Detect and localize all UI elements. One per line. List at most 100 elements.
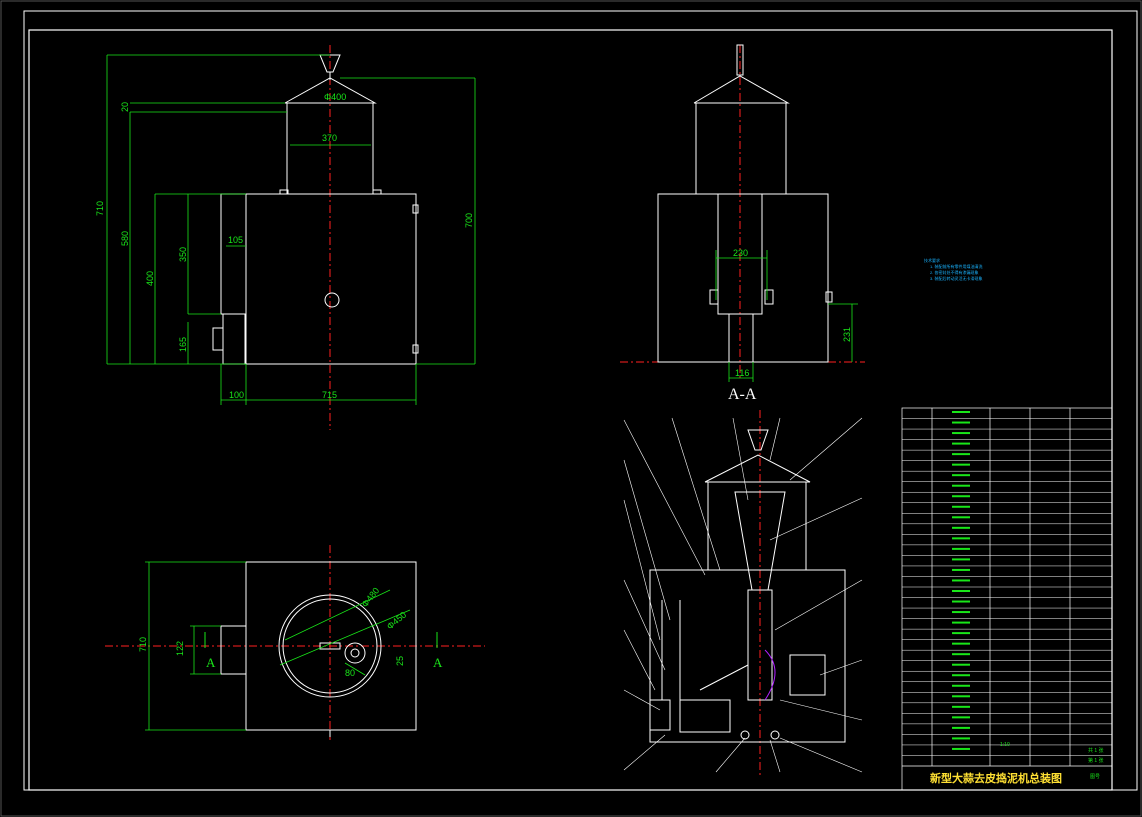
dim-400: 400	[145, 271, 155, 286]
note-3: 3. 装配后转动灵活无卡滞现象	[930, 275, 982, 281]
section-gearbox	[649, 699, 671, 731]
dimline	[284, 589, 391, 641]
dim-165: 165	[178, 337, 188, 352]
dim-100: 100	[229, 390, 244, 400]
side-outlet	[728, 313, 754, 363]
front-dim-text: Φ400 370 105 100 715 20 350 400 580 710 …	[95, 92, 474, 400]
leader	[671, 417, 721, 571]
sheet-count: 共 1 张	[1088, 747, 1104, 754]
leader	[769, 739, 781, 773]
title-block-cell-text	[952, 484, 970, 487]
title-block-cell-text	[952, 600, 970, 603]
front-main-body	[245, 193, 417, 365]
section-view	[649, 410, 846, 775]
dim-122: 122	[175, 641, 185, 656]
cut-label-left: A	[206, 655, 216, 670]
title-block-cell-text	[952, 495, 970, 498]
title-block-cell-text	[952, 642, 970, 645]
leader	[623, 734, 666, 771]
leader	[819, 659, 863, 676]
section-belt	[699, 664, 749, 691]
title-block-cell-text	[952, 547, 970, 550]
section-label: A-A	[728, 386, 757, 403]
side-bracket-outer	[825, 291, 833, 303]
top-blade	[319, 642, 341, 650]
dim-20: 20	[120, 102, 130, 112]
top-side-box	[220, 625, 247, 675]
title-block-cell-text	[952, 579, 970, 582]
cut-label-right: A	[433, 655, 443, 670]
sheet-number: 第 1 张	[1088, 757, 1104, 764]
side-cone-roof	[693, 75, 790, 104]
front-hinge-top	[412, 204, 419, 214]
dim-80: 80	[345, 668, 355, 678]
outer-border	[23, 10, 1138, 791]
title-block-cell-text	[952, 421, 970, 424]
front-view	[212, 45, 419, 430]
leader	[732, 417, 749, 501]
leader	[623, 579, 666, 671]
title-block-cell-text	[952, 716, 970, 719]
section-shaft	[747, 589, 773, 701]
front-cone-roof	[284, 77, 377, 104]
top-view	[105, 545, 485, 740]
title-block-frame	[901, 407, 1113, 791]
leader	[623, 419, 706, 576]
dim-top-710: 710	[138, 637, 148, 652]
title-block-cell-text	[952, 568, 970, 571]
dim-phi400: Φ400	[324, 92, 346, 102]
title-block-rows	[902, 411, 1112, 756]
leader	[623, 629, 656, 691]
title-block-cell-text	[952, 611, 970, 614]
side-cylinder	[695, 102, 787, 195]
leader	[769, 497, 863, 541]
leader	[623, 499, 661, 641]
title-block-cell-text	[952, 737, 970, 740]
title-block-cell-text	[952, 726, 970, 729]
front-hinge-bottom	[412, 344, 419, 354]
title-block-cell-text	[952, 526, 970, 529]
leader	[769, 417, 781, 461]
leader	[623, 689, 661, 711]
title-block-cell-text	[952, 411, 970, 413]
top-feed-port-inner	[350, 648, 360, 658]
note-2: 2. 各密封处不得有渗漏现象	[930, 269, 978, 275]
dim-phi450: Φ450	[385, 610, 408, 632]
leader	[779, 737, 863, 773]
leader	[779, 699, 863, 721]
front-port	[324, 292, 340, 308]
side-main-body	[657, 193, 829, 363]
section-cylinder	[707, 481, 807, 571]
inner-border	[28, 29, 1113, 791]
leader	[789, 417, 863, 481]
drawing-number: 图号	[1090, 774, 1100, 780]
side-dimensions	[715, 250, 858, 382]
front-clamp-right	[372, 189, 382, 195]
front-handle	[212, 327, 224, 351]
title-block-cell-text	[952, 684, 970, 687]
top-outer-ring	[278, 594, 382, 698]
note-1: 1. 装配前所有零件用煤油清洗	[930, 263, 982, 269]
section-cone-roof	[704, 454, 811, 483]
top-feed-port	[344, 642, 366, 664]
drawing-title: 新型大蒜去皮捣泥机总装图	[930, 771, 1062, 785]
title-block-cell-text	[952, 632, 970, 635]
top-dimensions	[145, 561, 411, 731]
section-rotor	[764, 649, 776, 701]
title-block-cell-text	[952, 695, 970, 698]
leader	[715, 737, 746, 773]
drawing-scale: 1:10	[1000, 742, 1010, 748]
top-inner-ring	[282, 598, 378, 694]
title-block-cell-text	[952, 453, 970, 456]
technical-notes: 技术要求 1. 装配前所有零件用煤油清洗 2. 各密封处不得有渗漏现象 3. 装…	[924, 257, 982, 281]
top-cut-markers	[204, 632, 438, 648]
dimline	[344, 662, 366, 676]
title-block-cell-text	[952, 653, 970, 656]
dim-700: 700	[464, 213, 474, 228]
section-motor-right	[789, 654, 826, 696]
front-side-box	[220, 193, 247, 315]
side-shaft-top	[736, 44, 744, 76]
dim-105: 105	[228, 235, 243, 245]
title-block-cell-text	[952, 463, 970, 466]
